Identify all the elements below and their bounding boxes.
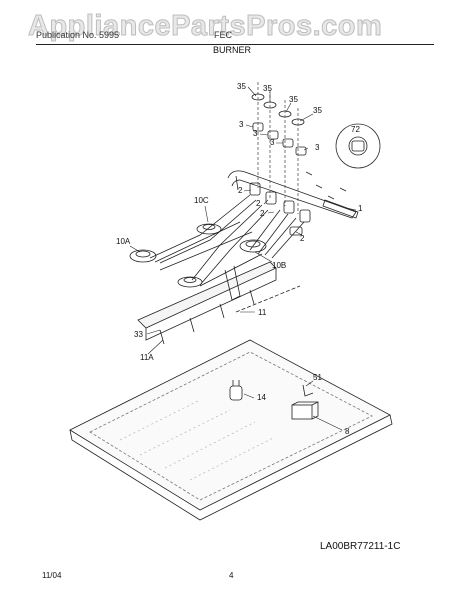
cooktop-tray [69,339,393,521]
section-title: BURNER [213,45,252,55]
burner-bracket [137,261,277,345]
burner-head-10c [196,223,222,235]
callout-3c: 3 [270,138,275,147]
callout-10b: 10B [272,261,286,270]
callout-11: 11 [258,308,267,317]
burner-assembly [129,194,305,288]
valves [249,182,311,236]
callout-35a: 35 [237,82,246,91]
callout-35b: 35 [263,84,272,93]
burner-head-10b [239,239,267,253]
callout-33: 33 [134,330,143,339]
callout-35c: 35 [289,95,298,104]
drawing-code: LA00BR77211-1C [320,541,401,552]
rod-11 [235,285,301,313]
callout-11a: 11A [140,353,154,362]
spark-module-8 [291,401,319,420]
callout-51: 51 [313,373,322,382]
bracket-1 [322,199,359,219]
watermark: AppliancePartsPros.com [27,10,383,43]
callout-72: 72 [351,125,360,134]
burner-head-rear [177,276,203,288]
callout-35d: 35 [313,106,322,115]
footer-page: 4 [229,571,234,580]
footer-date: 11/04 [42,571,62,580]
callout-10a: 10A [116,237,131,246]
callout-3b: 3 [253,129,258,138]
callout-2d: 2 [300,234,305,243]
callout-3a: 3 [239,120,244,129]
leader-lines [129,86,357,431]
screws [305,171,347,200]
clip-51 [302,384,314,397]
callout-2a: 2 [238,186,243,195]
header-rule [36,44,434,45]
manifold [227,170,357,219]
spark-ignitor-14 [229,380,243,401]
model-number: FEC [214,30,232,40]
callout-1: 1 [358,204,363,213]
burner-head-10a [129,249,157,263]
knob-72 [335,123,381,169]
callout-10c: 10C [194,196,209,205]
callout-8: 8 [345,427,350,436]
callout-2b: 2 [256,199,261,208]
callout-3d: 3 [315,143,320,152]
callout-14: 14 [257,393,266,402]
publication-number: Publication No. 5995 [36,30,120,40]
callout-2c: 2 [260,209,265,218]
